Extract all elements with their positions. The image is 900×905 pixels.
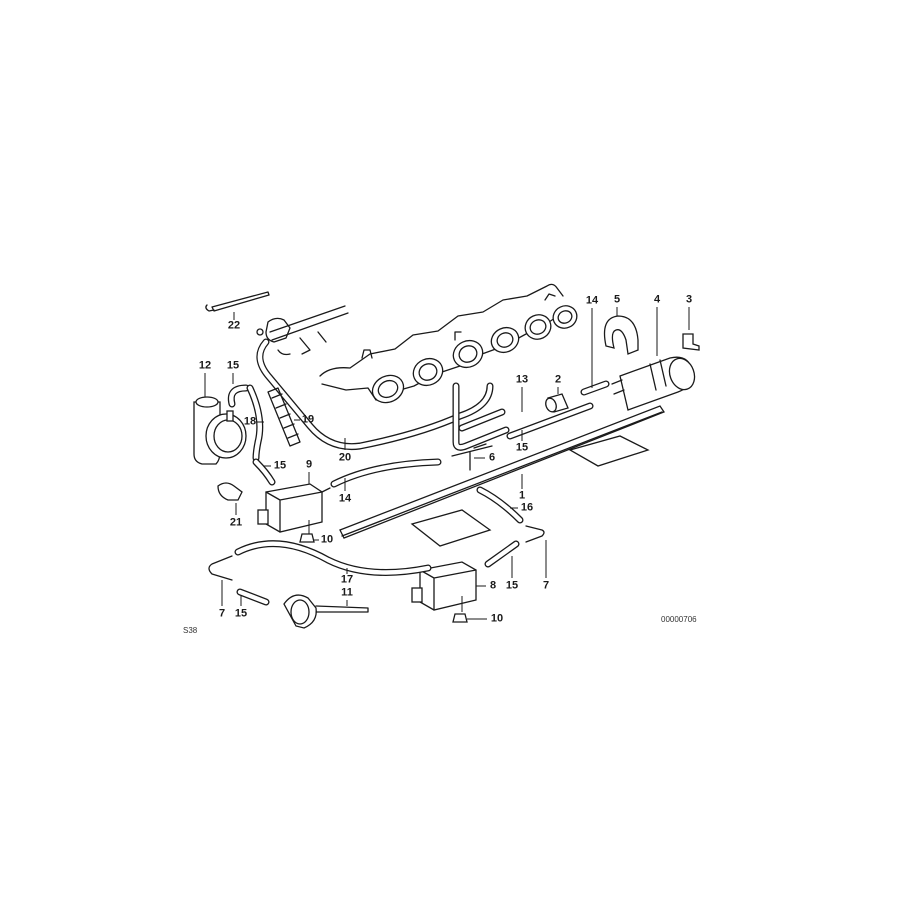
callout-10-a[interactable]: 10 — [320, 533, 334, 546]
callout-8[interactable]: 8 — [489, 579, 497, 592]
part-14-hose-lower — [330, 458, 442, 491]
callout-15-a[interactable]: 15 — [226, 359, 240, 372]
part-13-hose — [458, 387, 523, 432]
intake-manifold — [319, 283, 578, 404]
part-15-hose-long — [506, 402, 594, 441]
part-15-hose-top — [227, 373, 250, 408]
part-20-hose — [256, 338, 494, 451]
part-10-grommet-a — [299, 533, 319, 543]
callout-14-top[interactable]: 14 — [585, 294, 599, 307]
callout-15-e[interactable]: 15 — [505, 579, 519, 592]
callout-12[interactable]: 12 — [198, 359, 212, 372]
part-12-valve-housing — [193, 373, 247, 465]
part-18-hose — [246, 384, 264, 462]
callout-3[interactable]: 3 — [685, 293, 693, 306]
callout-18[interactable]: 18 — [243, 415, 257, 428]
callout-19[interactable]: 19 — [301, 413, 315, 426]
callout-13[interactable]: 13 — [515, 373, 529, 386]
part-10-grommet-b — [452, 613, 487, 623]
part-15-hose-bottom — [236, 588, 270, 606]
part-14-hose-short — [580, 308, 610, 396]
callout-15-b[interactable]: 15 — [273, 459, 287, 472]
callout-6[interactable]: 6 — [488, 451, 496, 464]
part-3-clip — [682, 307, 700, 351]
callout-2[interactable]: 2 — [554, 373, 562, 386]
bent-hose — [452, 382, 510, 451]
callout-14-mid[interactable]: 14 — [338, 492, 352, 505]
callout-5[interactable]: 5 — [613, 293, 621, 306]
callout-22[interactable]: 22 — [227, 319, 241, 332]
part-8-solenoid-valve — [411, 561, 486, 612]
callout-7-right[interactable]: 7 — [542, 579, 550, 592]
part-7-elbow-left — [208, 555, 233, 606]
callout-7-left[interactable]: 7 — [218, 607, 226, 620]
callout-10-b[interactable]: 10 — [490, 612, 504, 625]
callout-17[interactable]: 17 — [340, 573, 354, 586]
part-15-hose-mid — [252, 458, 276, 486]
part-16-hose — [476, 486, 524, 524]
drawing-number: 00000706 — [661, 615, 697, 624]
callout-20[interactable]: 20 — [338, 451, 352, 464]
part-11-vacuum-actuator — [283, 594, 369, 629]
fuel-rail — [256, 305, 349, 356]
part-17-hose — [234, 540, 432, 576]
part-21-clip — [217, 482, 243, 515]
part-15-hose-right — [484, 540, 520, 578]
part-9-solenoid-valve — [257, 472, 331, 534]
callout-15-d[interactable]: 15 — [234, 607, 248, 620]
part-4-canister — [611, 307, 696, 411]
callout-9[interactable]: 9 — [305, 458, 313, 471]
callout-16[interactable]: 16 — [520, 501, 534, 514]
part-19-sleeve — [267, 387, 301, 447]
part-22-cable-tie — [205, 291, 270, 320]
part-6-t-connector — [451, 443, 493, 471]
callout-1[interactable]: 1 — [518, 489, 526, 502]
callout-21[interactable]: 21 — [229, 516, 243, 529]
callout-15-c[interactable]: 15 — [515, 441, 529, 454]
page-reference: S38 — [183, 626, 198, 635]
callout-11[interactable]: 11 — [341, 586, 353, 599]
part-7-elbow-right — [525, 525, 547, 578]
part-5-clamp — [603, 307, 639, 355]
part-1-bracket-rail — [339, 405, 665, 547]
part-2-check-valve — [545, 387, 569, 413]
callout-4[interactable]: 4 — [653, 293, 661, 306]
